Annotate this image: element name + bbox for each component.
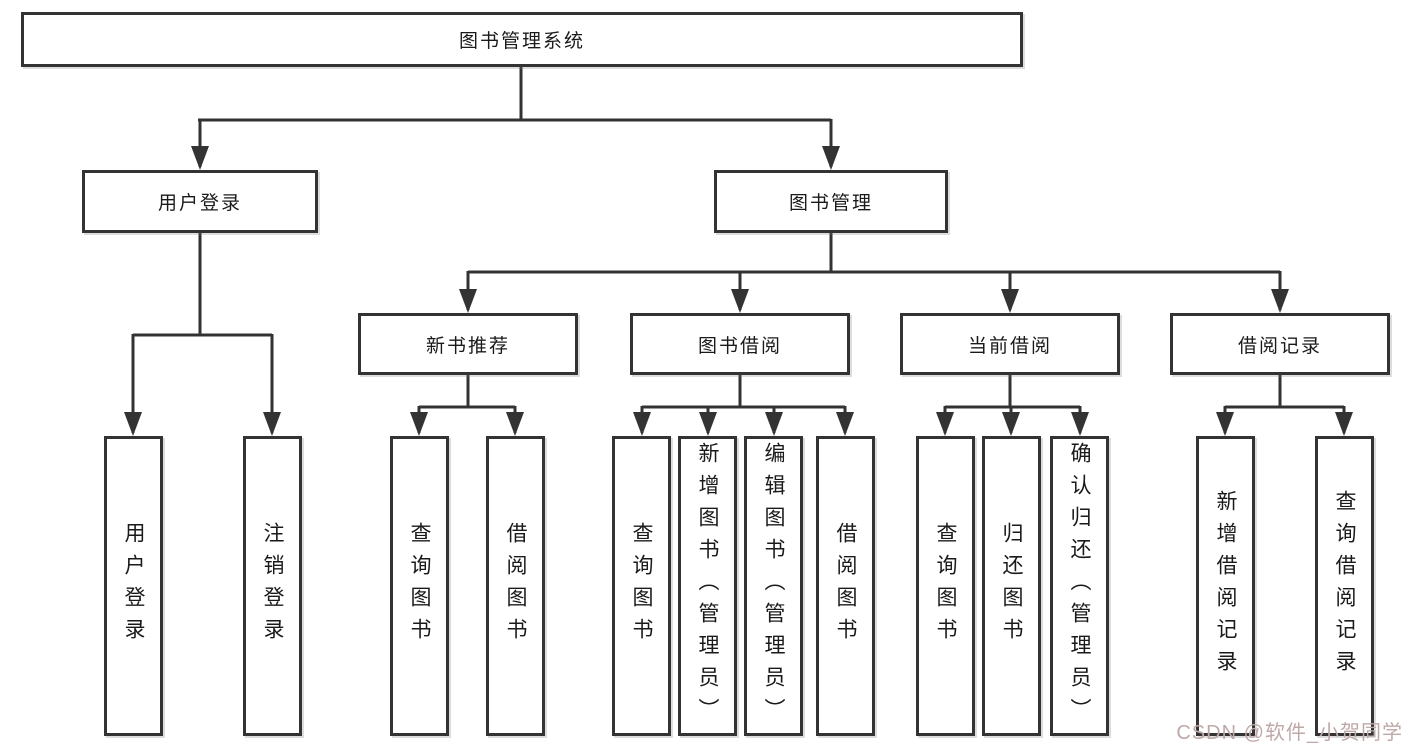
node-leaf-query-borrow-record: 查询借阅记录 [1315, 436, 1374, 736]
connector-user-login-split [124, 233, 281, 436]
node-leaf-add-borrow-record: 新增借阅记录 [1196, 436, 1255, 736]
node-leaf-borrow-books: 借阅图书 [816, 436, 875, 736]
node-borrow-records: 借阅记录 [1170, 313, 1390, 375]
node-label: 图书管理 [788, 193, 873, 214]
node-leaf-add-books-admin: 新增图书（管理员） [678, 436, 737, 736]
node-label: 借阅记录 [1237, 335, 1322, 357]
node-label: 新书推荐 [425, 335, 510, 357]
node-leaf-logout: 注销登录 [243, 436, 302, 736]
node-label: 图书管理系统 [458, 31, 585, 52]
node-label: 借阅图书 [504, 522, 527, 650]
node-leaf-return-books: 归还图书 [982, 436, 1041, 736]
node-current-borrow: 当前借阅 [900, 313, 1120, 375]
node-book-borrow: 图书借阅 [630, 313, 850, 375]
node-leaf-borrow-query-books: 查询图书 [612, 436, 671, 736]
node-label: 编辑图书（管理员） [762, 442, 785, 730]
node-new-book-recommend: 新书推荐 [358, 313, 578, 375]
connector-current-borrow-split [936, 375, 1089, 436]
node-label: 确认归还（管理员） [1068, 442, 1091, 730]
node-leaf-user-login: 用户登录 [104, 436, 163, 736]
node-label: 归还图书 [1000, 522, 1023, 650]
node-label: 借阅图书 [834, 522, 857, 650]
node-label: 当前借阅 [967, 335, 1052, 357]
csdn-watermark: CSDN @软件_小贺同学 [1176, 722, 1403, 744]
node-leaf-confirm-return-admin: 确认归还（管理员） [1050, 436, 1109, 736]
node-leaf-recommend-borrow-books: 借阅图书 [486, 436, 545, 736]
node-leaf-current-query-books: 查询图书 [916, 436, 975, 736]
node-book-management-branch: 图书管理 [714, 170, 948, 233]
node-label: 查询图书 [934, 522, 957, 650]
connector-book-borrow-split [633, 375, 854, 436]
node-label: 图书借阅 [697, 335, 782, 357]
connector-root-split [191, 67, 840, 170]
connector-borrow-records-split [1216, 375, 1353, 436]
connector-book-management-split [459, 233, 1289, 313]
node-label: 查询图书 [630, 522, 653, 650]
node-label: 用户登录 [122, 522, 145, 650]
node-label: 查询借阅记录 [1333, 490, 1356, 682]
node-leaf-recommend-query-books: 查询图书 [390, 436, 449, 736]
node-label: 用户登录 [157, 193, 242, 214]
connector-new-book-split [410, 375, 524, 436]
node-library-management-system: 图书管理系统 [21, 12, 1023, 67]
node-label: 注销登录 [261, 522, 284, 650]
node-label: 查询图书 [408, 522, 431, 650]
node-leaf-edit-books-admin: 编辑图书（管理员） [744, 436, 803, 736]
node-user-login-branch: 用户登录 [82, 170, 318, 233]
node-label: 新增图书（管理员） [696, 442, 719, 730]
node-label: 新增借阅记录 [1214, 490, 1237, 682]
